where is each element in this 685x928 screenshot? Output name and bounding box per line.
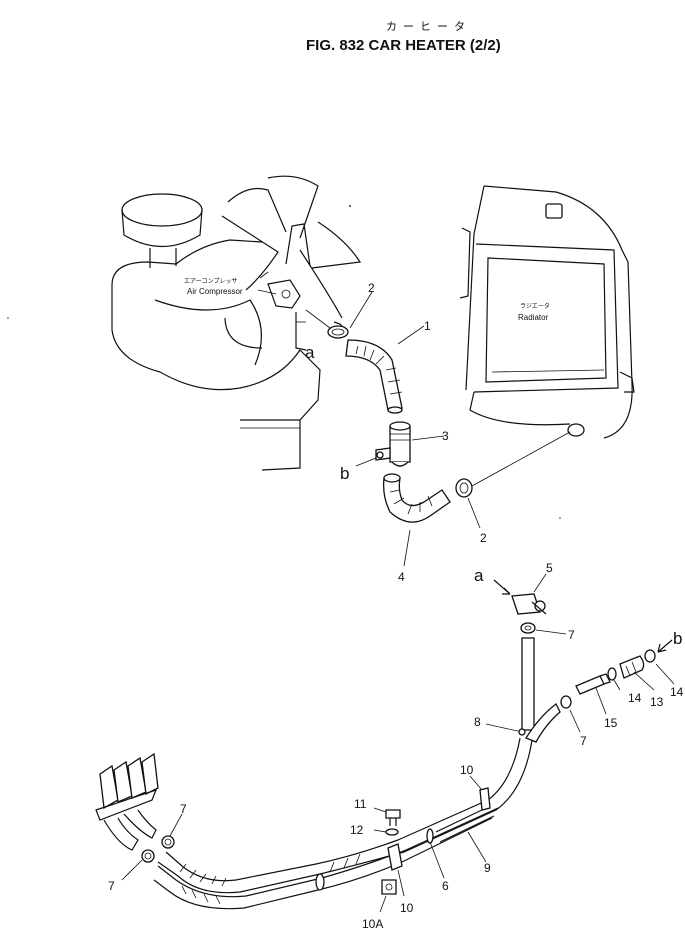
callout-10a: 10A	[362, 917, 383, 928]
clamp-7-left-b	[141, 849, 155, 863]
heater-unit	[95, 752, 159, 851]
callout-4: 4	[398, 570, 405, 584]
callout-14-left: 14	[628, 691, 642, 705]
fitting-15	[575, 673, 611, 695]
valve-5	[511, 593, 547, 615]
letter-b-top: b	[340, 464, 349, 483]
heater-hoses	[153, 637, 561, 910]
clip-10-upper	[479, 787, 491, 811]
clamp-2-top	[327, 321, 349, 339]
washer-12	[385, 828, 399, 836]
callout-10-upper: 10	[460, 763, 474, 777]
callout-15: 15	[604, 716, 618, 730]
hose-4	[382, 473, 451, 523]
callout-9: 9	[484, 861, 491, 875]
callout-6: 6	[442, 879, 449, 893]
clamp-14-right	[644, 649, 656, 663]
callout-8: 8	[474, 715, 481, 729]
callout-2-bottom: 2	[480, 531, 487, 545]
callout-2-top: 2	[368, 281, 375, 295]
hose-13	[619, 655, 645, 679]
clamp-14-left	[607, 667, 617, 681]
clamp-7-left-a	[161, 835, 175, 849]
callout-7-left-a: 7	[180, 802, 187, 816]
callout-1: 1	[424, 319, 431, 333]
callout-12: 12	[350, 823, 364, 837]
letter-b-right: b	[673, 629, 682, 648]
callout-14-right: 14	[670, 685, 684, 699]
radiator	[459, 185, 635, 439]
callout-5: 5	[546, 561, 553, 575]
callout-10-lower: 10	[400, 901, 414, 915]
hose-1	[345, 339, 403, 414]
radiator-label: Radiator	[518, 313, 549, 322]
engine-assembly	[111, 175, 362, 471]
callout-13: 13	[650, 695, 664, 709]
clamp-7-upper	[520, 622, 536, 634]
callout-3: 3	[442, 429, 449, 443]
title-japanese: カーヒータ	[386, 20, 471, 33]
air-compressor-japanese: エアーコンプレッサ	[184, 278, 237, 285]
clip-10-lower	[387, 843, 403, 871]
clamp-7-right	[560, 695, 572, 709]
title-english: FIG. 832 CAR HEATER (2/2)	[306, 37, 501, 54]
callout-7-right: 7	[580, 734, 587, 748]
callout-7-left-b: 7	[108, 879, 115, 893]
nut-10a	[381, 879, 397, 895]
tee-fitting-3	[375, 421, 411, 467]
callout-7-upper: 7	[568, 628, 575, 642]
air-compressor-label: Air Compressor	[187, 287, 243, 296]
letter-a-right: a	[474, 566, 484, 585]
callout-11: 11	[354, 797, 367, 811]
letter-a-top: a	[305, 343, 315, 362]
clamp-2-bottom	[455, 478, 473, 498]
bolt-11	[385, 809, 401, 826]
radiator-japanese: ラジエータ	[520, 302, 550, 310]
